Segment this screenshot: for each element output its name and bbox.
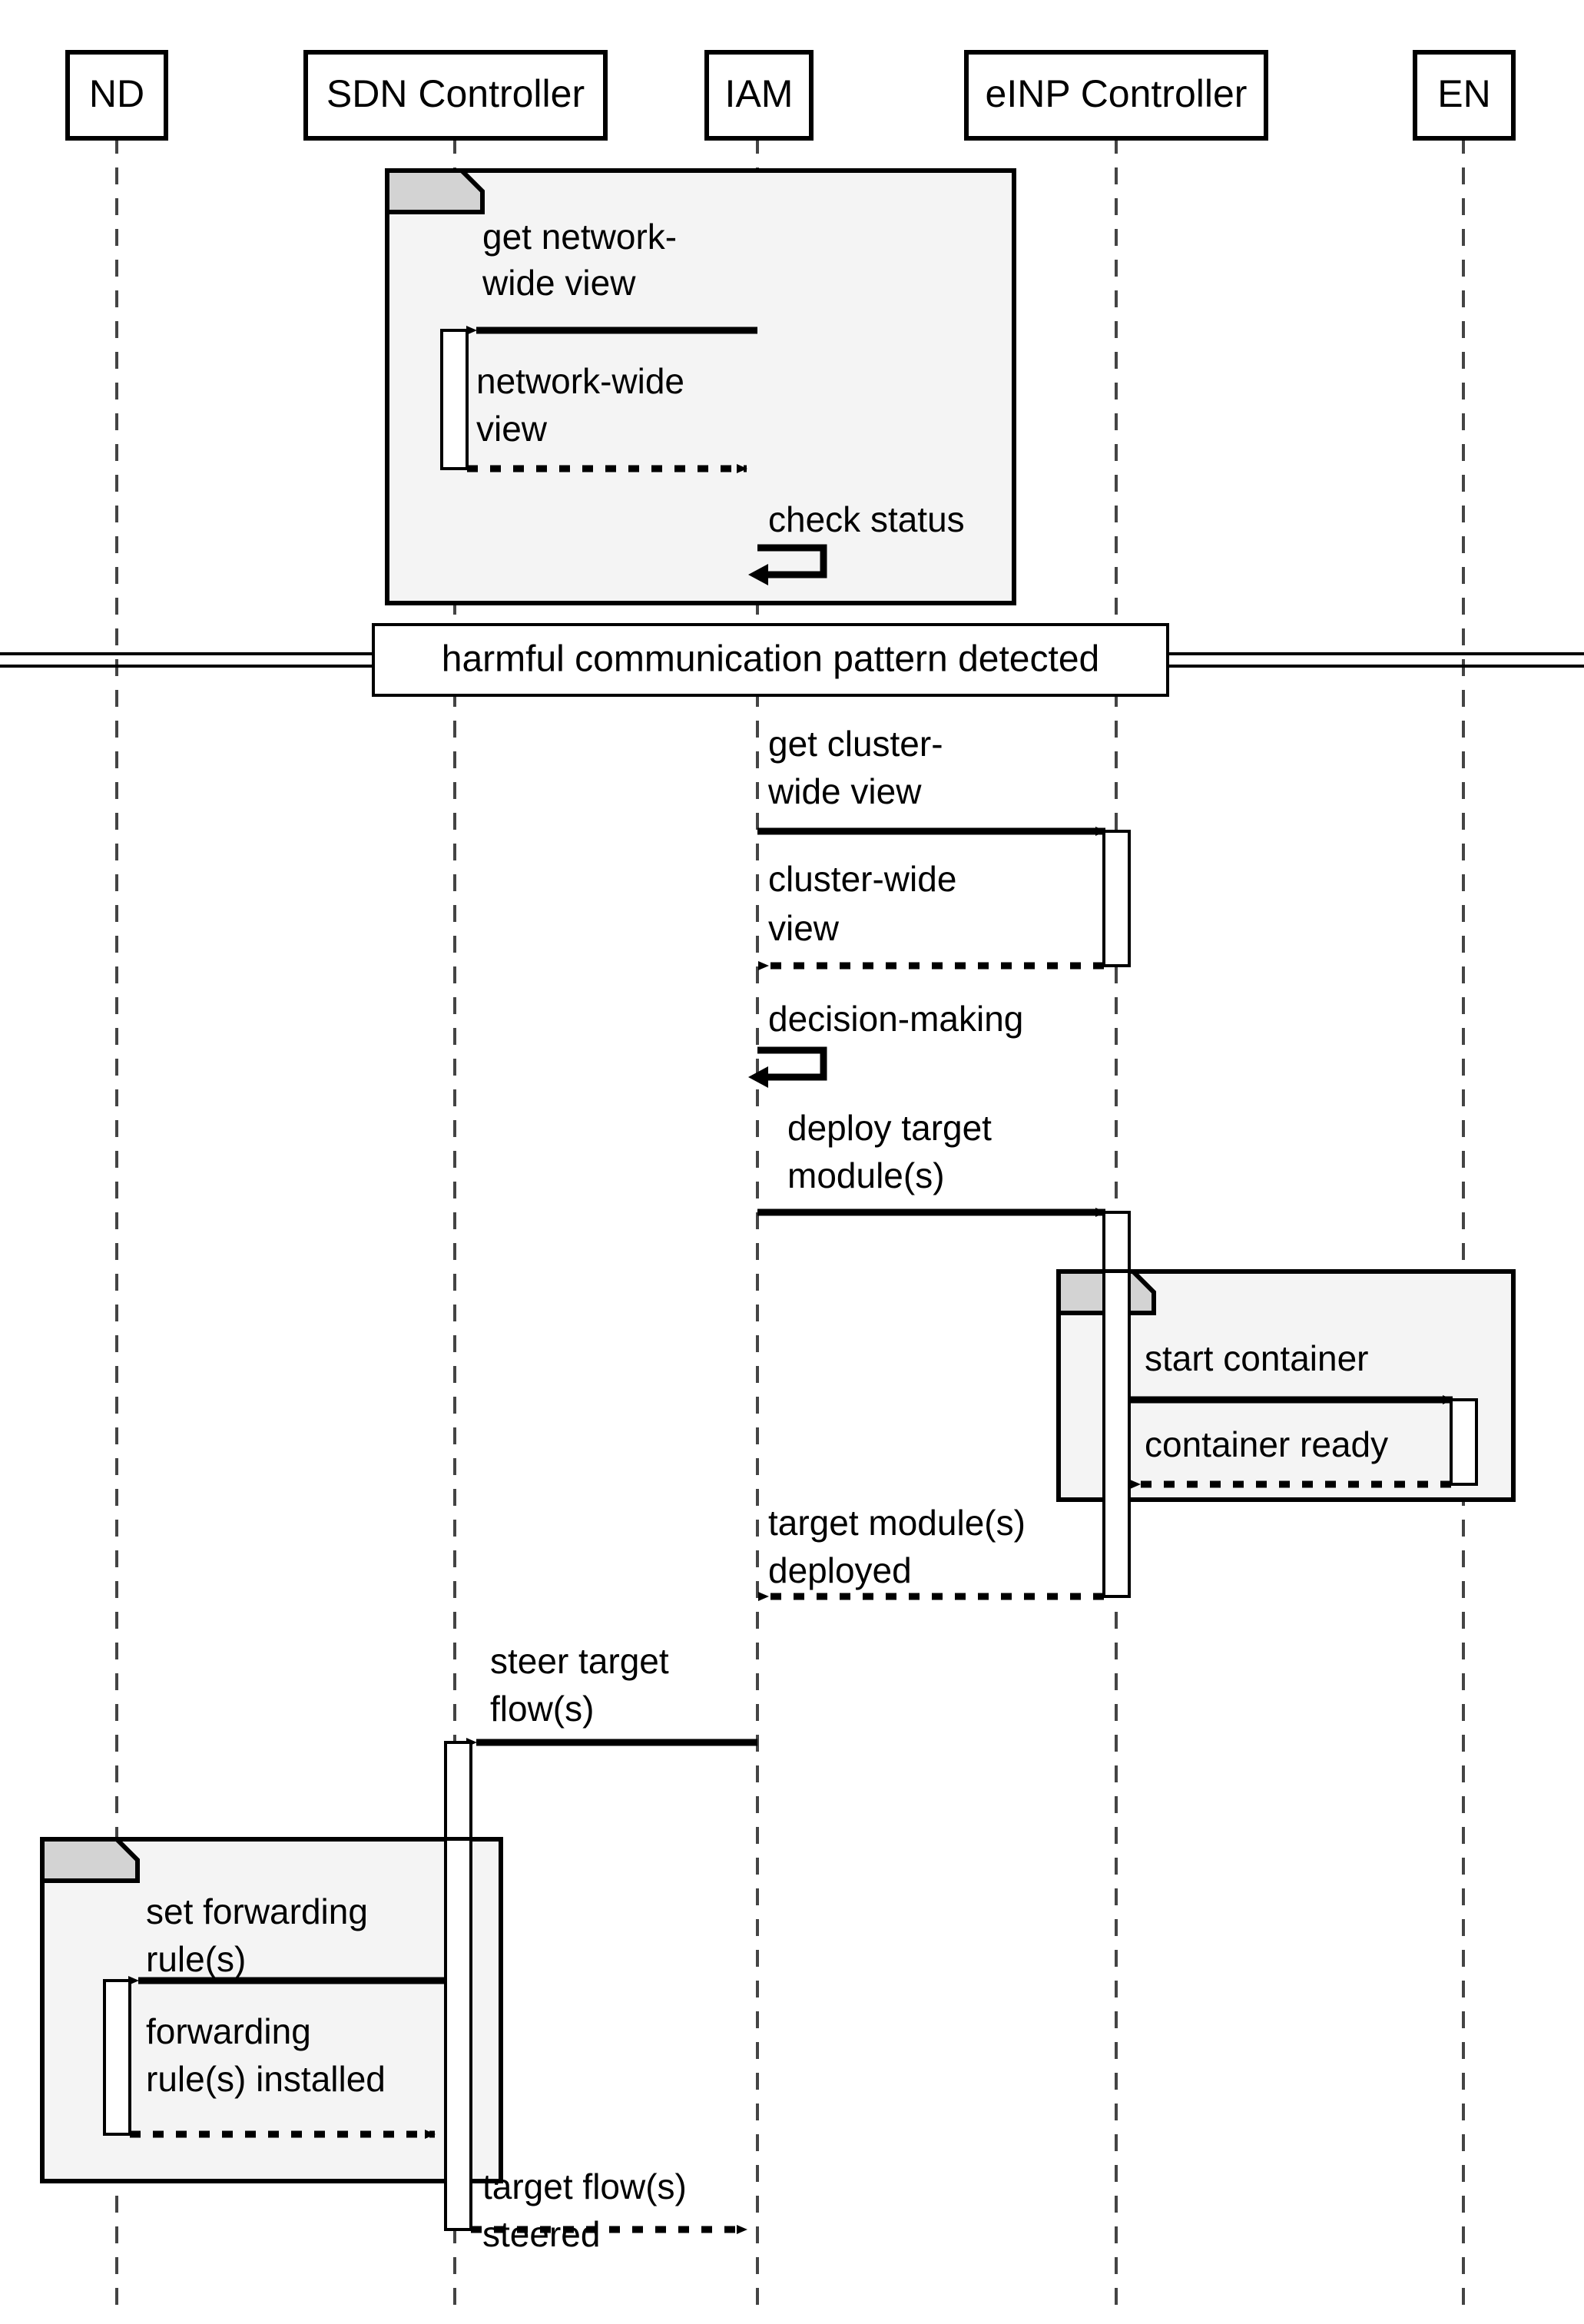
activation-sdn-1 <box>440 329 469 470</box>
message-label-m4-line2: wide view <box>767 771 922 811</box>
actor-box-nd[interactable] <box>65 50 168 141</box>
message-set-forwarding-rules: set forwarding rule(s) <box>128 1891 446 1985</box>
message-get-network-wide-view: get network- wide view <box>466 217 757 335</box>
message-label-m2-line2: view <box>476 409 548 449</box>
actor-label-iam: IAM <box>725 72 794 115</box>
actor-box-einp-controller[interactable] <box>964 50 1268 141</box>
frame-sdn-top-tab <box>385 168 485 214</box>
actor-box-sdn-controller[interactable] <box>303 50 608 141</box>
message-forwarding-rules-installed: forwarding rule(s) installed <box>130 2011 436 2139</box>
actor-label-sdn-controller: SDN Controller <box>326 72 585 115</box>
message-check-status: check status <box>748 499 965 585</box>
activation-einp-2-overlay <box>1102 1270 1131 1598</box>
actor-label-einp-controller: eINP Controller <box>986 72 1248 115</box>
message-target-modules-deployed: target module(s) deployed <box>758 1503 1104 1601</box>
actor-label-nd: ND <box>89 72 144 115</box>
activation-sdn-2-overlay <box>444 1838 472 2231</box>
frame-sdn-top <box>385 168 1016 605</box>
divider-box <box>372 623 1169 697</box>
message-label-m10-line2: deployed <box>768 1550 912 1590</box>
message-start-container: start container <box>1129 1338 1453 1404</box>
activation-en-1 <box>1450 1398 1478 1486</box>
message-label-m5-line2: view <box>768 908 840 948</box>
message-label-m7-line2: module(s) <box>787 1155 945 1195</box>
message-cluster-wide-view: cluster-wide view <box>758 859 1104 970</box>
message-label-m8: start container <box>1145 1338 1368 1378</box>
message-deploy-target-modules: deploy target module(s) <box>757 1108 1106 1217</box>
message-container-ready: container ready <box>1130 1424 1451 1489</box>
message-label-m10-line1: target module(s) <box>768 1503 1026 1543</box>
message-decision-making: decision-making <box>748 999 1023 1088</box>
message-label-m6: decision-making <box>768 999 1023 1039</box>
activation-einp-1 <box>1102 830 1131 967</box>
message-label-m14-line2: steered <box>482 2214 600 2254</box>
message-arrow-m6-path <box>757 1046 827 1081</box>
divider-harmful-pattern: harmful communication pattern detected <box>0 623 1584 697</box>
message-arrowhead-m3 <box>748 564 768 585</box>
actor-headers-group: ND SDN Controller IAM eINP Controller EN <box>65 50 1516 141</box>
message-label-m1-line2: wide view <box>482 263 636 303</box>
message-arrow-m3-path <box>757 544 827 579</box>
message-label-m1-line1: get network- <box>482 217 677 257</box>
message-label-m9: container ready <box>1145 1424 1388 1464</box>
message-label-m13-line1: forwarding <box>146 2011 311 2051</box>
message-label-m12-line1: set forwarding <box>146 1891 368 1931</box>
message-label-m7-line1: deploy target <box>787 1108 992 1148</box>
message-label-m11-line1: steer target <box>490 1641 669 1681</box>
actor-box-en[interactable] <box>1413 50 1516 141</box>
frame-sdn-top-body <box>385 168 1016 605</box>
frame-nd-tab <box>40 1837 140 1883</box>
actor-label-en: EN <box>1437 72 1490 115</box>
activation-nd-1 <box>103 1979 131 2136</box>
divider-label: harmful communication pattern detected <box>442 639 1099 680</box>
message-label-m14-line1: target flow(s) <box>482 2167 687 2206</box>
message-network-wide-view: network-wide view <box>467 361 747 473</box>
message-steer-target-flows: steer target flow(s) <box>466 1641 757 1747</box>
message-get-cluster-wide-view: get cluster- wide view <box>757 724 1106 836</box>
message-arrowhead-m6 <box>748 1066 768 1088</box>
message-label-m12-line2: rule(s) <box>146 1939 246 1979</box>
message-label-m5-line1: cluster-wide <box>768 859 956 899</box>
message-label-m3: check status <box>768 499 965 539</box>
frame-einp <box>1056 1269 1516 1598</box>
message-label-m4-line1: get cluster- <box>768 724 943 764</box>
actor-box-iam[interactable] <box>704 50 814 141</box>
message-label-m2-line1: network-wide <box>476 361 684 401</box>
message-label-m11-line2: flow(s) <box>490 1689 594 1729</box>
message-label-m13-line2: rule(s) installed <box>146 2059 386 2099</box>
message-target-flows-steered: target flow(s) steered <box>471 2167 747 2254</box>
